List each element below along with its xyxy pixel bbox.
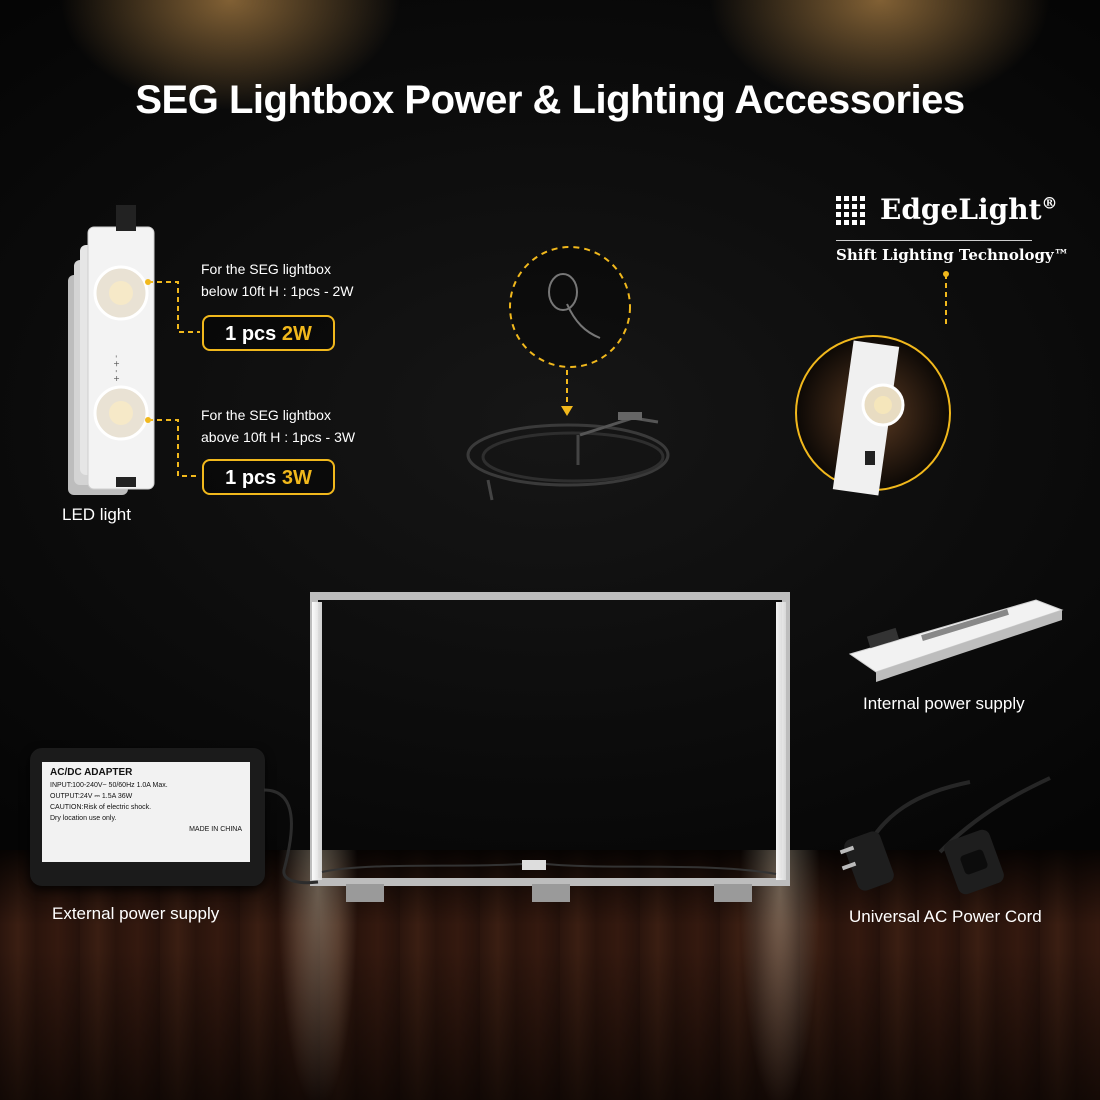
badge-3w: 1 pcs 3W xyxy=(202,459,335,495)
extension-cable-image xyxy=(466,412,670,501)
brand-name: EdgeLight® xyxy=(880,193,1058,226)
adapter-label-plate: AC/DC ADAPTER INPUT:100-240V~ 50/60Hz 1.… xyxy=(42,762,250,862)
page-title: SEG Lightbox Power & Lighting Accessorie… xyxy=(135,78,965,122)
adapter-made-in: MADE IN CHINA xyxy=(189,826,242,833)
brand-divider xyxy=(836,240,1032,241)
cable-leader-line xyxy=(561,370,573,416)
svg-text:- + - +: - + - + xyxy=(112,355,121,382)
internal-power-supply-label: Internal power supply xyxy=(863,694,1025,713)
ac-power-cord-label: Universal AC Power Cord xyxy=(849,907,1042,926)
edgelight-logo-icon xyxy=(836,196,865,225)
adapter-output: OUTPUT:24V ⎓ 1.5A 36W xyxy=(50,793,133,800)
led-module-image: - + - + xyxy=(68,205,155,495)
badge-2w: 1 pcs 2W xyxy=(202,315,335,351)
leader-lines-led xyxy=(145,279,200,477)
badge-2w-count: 1 pcs xyxy=(225,323,282,345)
ac-power-cord-image xyxy=(839,776,1051,895)
led-closeup-leader xyxy=(943,271,949,328)
seg-lightbox-frame-image xyxy=(310,592,790,902)
adapter-cable xyxy=(263,788,319,885)
brand-name-text: EdgeLight xyxy=(880,193,1042,226)
brand-reg-mark: ® xyxy=(1041,193,1058,213)
brand-tagline: Shift Lighting Technology™ xyxy=(836,246,1069,264)
badge-2w-watt: 2W xyxy=(281,323,312,345)
note-2w-line1: For the SEG lightbox xyxy=(201,261,331,277)
adapter-title: AC/DC ADAPTER xyxy=(50,767,133,778)
adapter-caution: CAUTION:Risk of electric shock. xyxy=(50,804,152,811)
ac-dc-adapter-image: AC/DC ADAPTER INPUT:100-240V~ 50/60Hz 1.… xyxy=(30,748,265,886)
note-3w-line2: above 10ft H : 1pcs - 3W xyxy=(201,429,356,445)
internal-power-supply-image xyxy=(848,599,1064,682)
badge-3w-count: 1 pcs xyxy=(225,467,282,489)
external-power-supply-label: External power supply xyxy=(52,904,220,923)
note-3w: For the SEG lightbox above 10ft H : 1pcs… xyxy=(201,404,355,448)
note-3w-line1: For the SEG lightbox xyxy=(201,407,331,423)
note-2w-line2: below 10ft H : 1pcs - 2W xyxy=(201,283,354,299)
adapter-input: INPUT:100-240V~ 50/60Hz 1.0A Max. xyxy=(50,782,168,789)
led-closeup-circle xyxy=(795,335,951,496)
adapter-dry: Dry location use only. xyxy=(50,815,117,822)
led-light-label: LED light xyxy=(62,505,131,524)
cable-detail-circle xyxy=(509,246,631,368)
badge-3w-watt: 3W xyxy=(281,467,312,489)
note-2w: For the SEG lightbox below 10ft H : 1pcs… xyxy=(201,258,354,302)
